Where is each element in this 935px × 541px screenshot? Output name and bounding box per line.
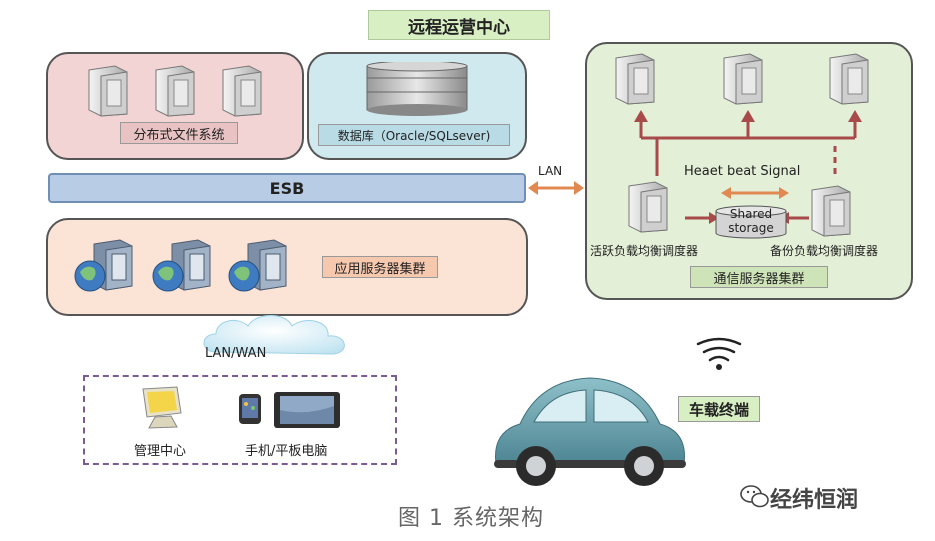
vehicle-icon <box>494 377 686 486</box>
web-server-icon <box>72 238 140 292</box>
comm-cluster-label: 通信服务器集群 <box>690 266 828 288</box>
figure-caption: 图 1 系统架构 <box>398 506 544 531</box>
vehicle-terminal-label: 车载终端 <box>678 396 760 422</box>
backup-lb-label: 备份负载均衡调度器 <box>770 244 879 258</box>
mobile-tablet-label: 手机/平板电脑 <box>245 444 328 459</box>
web-server-icon <box>150 238 218 292</box>
esb-bus: ESB <box>48 173 526 203</box>
server-icon <box>720 50 766 106</box>
remote-ops-center-title: 远程运营中心 <box>368 10 550 40</box>
monitor-icon <box>142 386 182 429</box>
app-cluster-label: 应用服务器集群 <box>322 256 438 278</box>
distributed-fs-label: 分布式文件系统 <box>120 122 238 144</box>
cloud-icon <box>203 315 345 355</box>
database-icon <box>366 62 468 116</box>
cluster-arrows <box>634 110 862 224</box>
active-lb-label: 活跃负载均衡调度器 <box>590 244 699 258</box>
server-icon <box>826 50 872 106</box>
server-icon <box>85 62 131 118</box>
lanwan-label: LAN/WAN <box>205 346 267 361</box>
phone-icon <box>239 394 261 424</box>
server-icon <box>612 50 658 106</box>
lan-label: LAN <box>538 164 563 178</box>
mgmt-center-label: 管理中心 <box>134 444 187 459</box>
server-icon <box>152 62 198 118</box>
wireless-signal-icon <box>696 337 742 370</box>
backup-load-balancer-icon <box>808 182 854 238</box>
watermark-text: 经纬恒润 <box>770 488 859 513</box>
wechat-icon <box>740 485 769 508</box>
shared-storage-icon <box>715 205 787 239</box>
database-label: 数据库（Oracle/SQLsever) <box>318 124 510 146</box>
active-load-balancer-icon <box>625 178 671 234</box>
shared-storage-label: Shared storage <box>728 207 774 235</box>
tablet-icon <box>274 392 340 428</box>
server-icon <box>219 62 265 118</box>
heartbeat-label: Heaet beat Signal <box>684 164 801 179</box>
web-server-icon <box>226 238 294 292</box>
lan-arrow <box>528 181 584 195</box>
clients-group <box>83 375 397 465</box>
